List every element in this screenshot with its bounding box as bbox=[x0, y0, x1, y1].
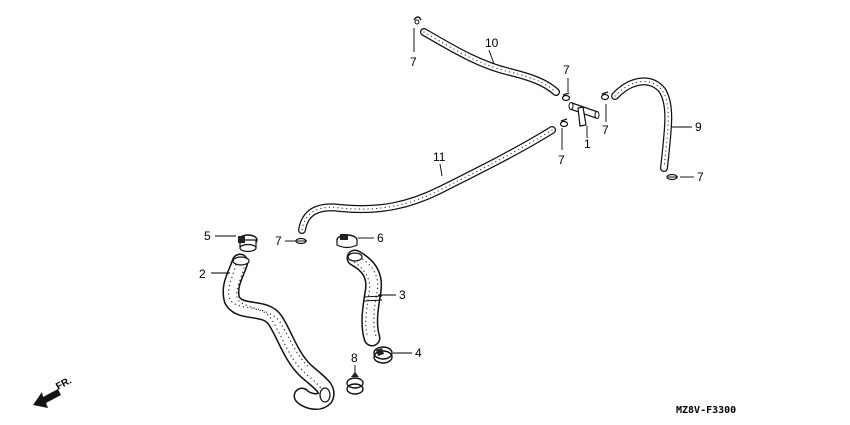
clip-7-e bbox=[666, 173, 678, 181]
callout-5: 5 bbox=[204, 229, 211, 243]
leader-lines bbox=[211, 28, 694, 374]
callout-7f: 7 bbox=[275, 234, 282, 248]
hose-9 bbox=[611, 77, 673, 172]
callout-7b: 7 bbox=[563, 63, 570, 77]
hose-2 bbox=[222, 253, 335, 410]
callout-2: 2 bbox=[199, 267, 206, 281]
clip-7-c bbox=[600, 91, 610, 101]
clip-7-b bbox=[561, 92, 571, 102]
front-direction-arrow: FR. bbox=[33, 375, 74, 408]
callout-7d: 7 bbox=[558, 153, 565, 167]
clip-7-f bbox=[295, 237, 307, 245]
hose-11 bbox=[298, 126, 556, 234]
clamp-6 bbox=[336, 234, 358, 249]
callout-8: 8 bbox=[351, 351, 358, 365]
callout-6: 6 bbox=[377, 231, 384, 245]
diagram-code: MZ8V-F3300 bbox=[676, 405, 736, 416]
hose-10 bbox=[420, 28, 560, 96]
callout-1: 1 bbox=[584, 137, 591, 151]
callout-3: 3 bbox=[399, 288, 406, 302]
joint-1 bbox=[568, 102, 600, 127]
front-direction-label: FR. bbox=[54, 375, 74, 392]
callout-10: 10 bbox=[485, 36, 499, 50]
clamp-4 bbox=[373, 346, 393, 364]
callout-4: 4 bbox=[415, 346, 422, 360]
clip-7-a bbox=[413, 16, 422, 25]
callout-11: 11 bbox=[433, 150, 446, 164]
clamp-5 bbox=[238, 234, 258, 253]
hose-3 bbox=[346, 249, 383, 347]
callout-7a: 7 bbox=[410, 55, 417, 69]
callout-7e: 7 bbox=[697, 170, 704, 184]
clip-7-d bbox=[559, 118, 569, 128]
callout-9: 9 bbox=[695, 120, 702, 134]
callout-7c: 7 bbox=[602, 123, 609, 137]
clamp-8 bbox=[346, 372, 364, 395]
